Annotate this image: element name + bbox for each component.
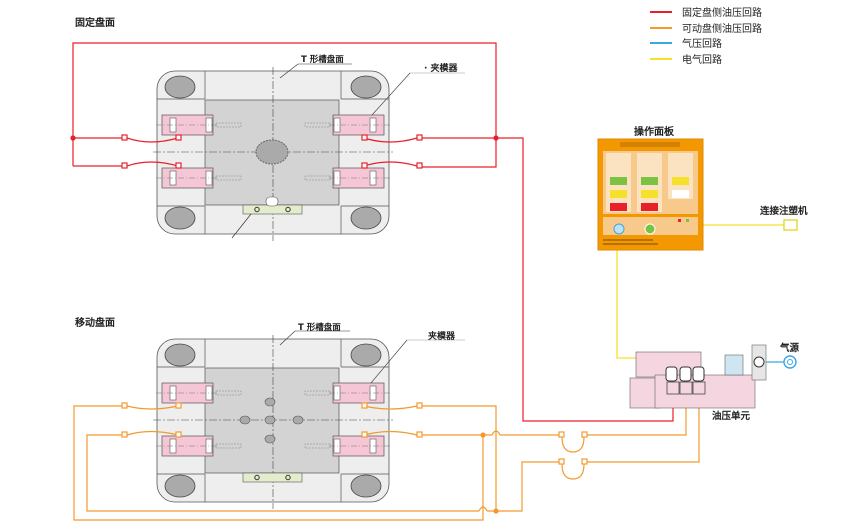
fixed-hydraulic-circuit [70, 42, 674, 422]
legend: 固定盘侧油压回路 可动盘侧油压回路 气压回路 电气回路 [650, 6, 762, 66]
machine-link-label: 连接注塑机 [760, 205, 808, 217]
hydraulic-unit-label: 油压单元 [712, 410, 751, 422]
control-panel-title: 操作面板 [634, 125, 675, 138]
legend-item-fixed-hydraulic: 固定盘侧油压回路 [650, 6, 762, 19]
clamp-label: · 夹模器 [424, 62, 459, 74]
moving-hydraulic-circuit [73, 395, 700, 521]
electric-circuit [616, 219, 798, 359]
legend-item-moving-hydraulic: 可动盘侧油压回路 [650, 22, 762, 35]
legend-label: 可动盘侧油压回路 [682, 22, 762, 35]
clamp-label: 夹模器 [428, 330, 456, 342]
fixed-platen-title: 固定盘面 [75, 16, 115, 29]
machine-connector [783, 219, 798, 231]
pneumatic-circuit: 气源 [766, 342, 800, 369]
control-panel: 操作面板 [597, 125, 704, 251]
legend-item-pneumatic: 气压回路 [650, 37, 722, 50]
legend-label: 气压回路 [682, 37, 722, 50]
legend-label: 固定盘侧油压回路 [682, 6, 762, 19]
moving-platen: 移动盘面 T 形槽盘面 夹模器 [75, 316, 465, 509]
fixed-platen: 固定盘面 T 形槽盘面 · 夹模器 [75, 16, 465, 241]
tslot-label: T 形槽盘面 [301, 54, 344, 65]
moving-platen-title: 移动盘面 [75, 316, 115, 329]
panel-buttons [610, 177, 689, 211]
air-source-label: 气源 [779, 342, 800, 354]
air-source-icon [783, 355, 797, 369]
hydraulic-unit: 油压单元 [629, 344, 767, 422]
tslot-label: T 形槽盘面 [298, 322, 341, 333]
legend-item-electric: 电气回路 [650, 53, 722, 66]
legend-label: 电气回路 [682, 53, 722, 66]
